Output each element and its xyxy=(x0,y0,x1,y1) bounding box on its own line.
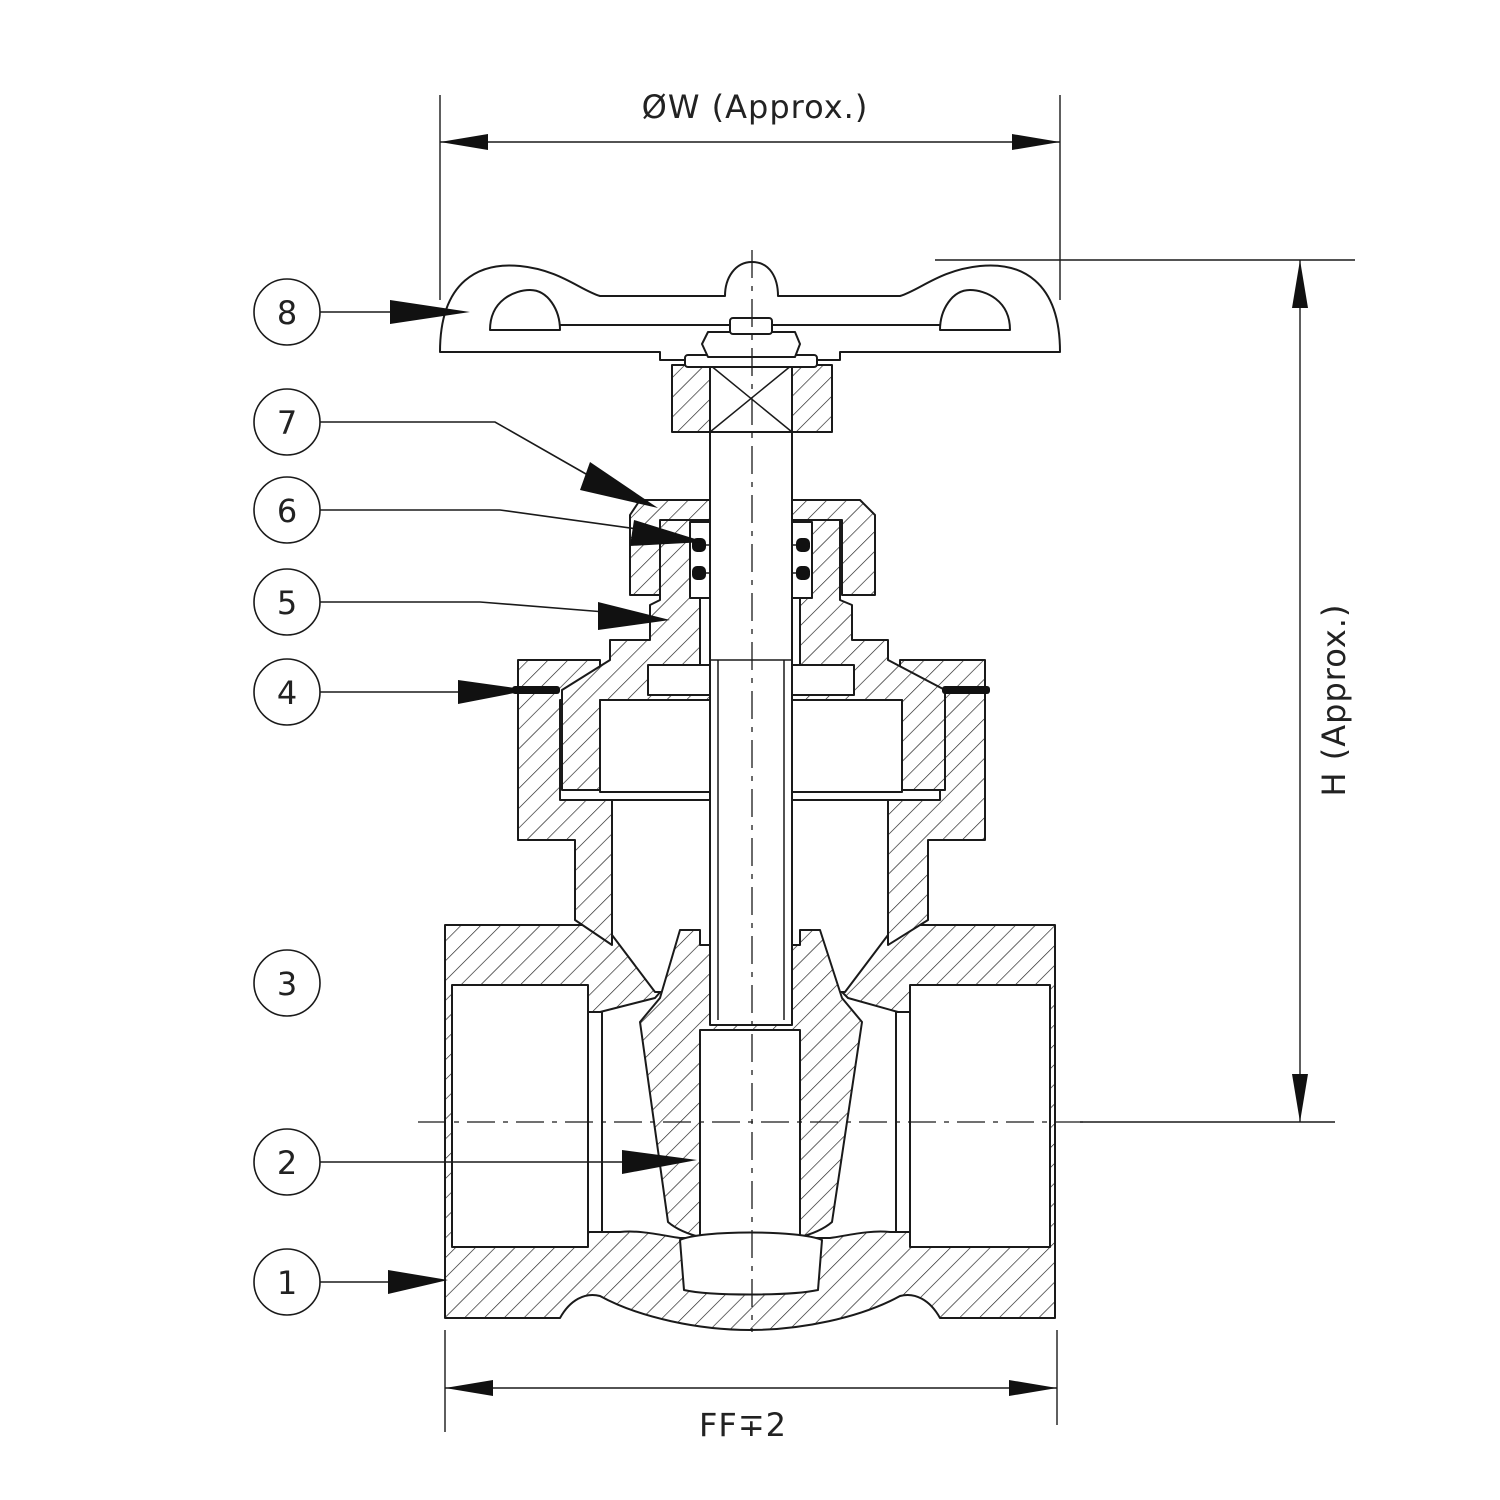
stem xyxy=(709,429,793,1026)
balloon-6: 6 xyxy=(253,476,705,546)
handwheel xyxy=(439,261,1061,433)
balloon-7: 7 xyxy=(253,388,658,508)
width-dimension: ØW (Approx.) xyxy=(439,88,1061,300)
balloon-1: 1 xyxy=(253,1248,448,1316)
balloon-2: 2 xyxy=(253,1128,697,1196)
svg-text:6: 6 xyxy=(277,492,297,530)
balloon-3: 3 xyxy=(253,949,321,1017)
svg-text:4: 4 xyxy=(277,674,297,712)
svg-text:8: 8 xyxy=(277,294,297,332)
width-dimension-label: ØW (Approx.) xyxy=(642,88,869,126)
svg-text:1: 1 xyxy=(277,1264,297,1302)
svg-text:7: 7 xyxy=(277,404,297,442)
height-dimension: H (Approx.) xyxy=(935,259,1355,1123)
face-to-face-label: FF∓2 xyxy=(699,1406,787,1444)
svg-text:5: 5 xyxy=(277,584,297,622)
svg-text:3: 3 xyxy=(277,965,297,1003)
bonnet-gasket xyxy=(512,686,990,694)
balloon-5: 5 xyxy=(253,568,670,636)
height-dimension-label: H (Approx.) xyxy=(1315,604,1353,797)
wedge xyxy=(639,929,863,1296)
face-to-face-dimension: FF∓2 xyxy=(444,1330,1058,1444)
svg-text:2: 2 xyxy=(277,1144,297,1182)
balloon-8: 8 xyxy=(253,278,470,346)
balloon-4: 4 xyxy=(253,658,530,726)
center-lines xyxy=(418,250,1085,1332)
